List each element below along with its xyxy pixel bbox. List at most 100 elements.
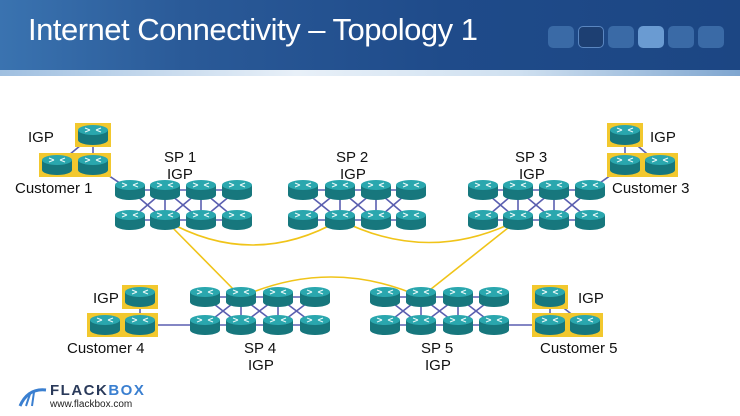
router-icon	[406, 287, 436, 307]
router-arrows	[306, 289, 324, 295]
router-base	[361, 220, 391, 230]
router-base	[610, 135, 640, 145]
router-top	[479, 315, 509, 325]
customer5-label: Customer 5	[540, 340, 618, 357]
router-top	[263, 315, 293, 325]
router-icon	[532, 285, 568, 309]
router-base	[190, 297, 220, 307]
router-icon	[539, 180, 569, 200]
bridge-logo-icon	[18, 388, 47, 407]
router-icon	[567, 313, 603, 337]
router-top	[468, 210, 498, 220]
router-top	[186, 210, 216, 220]
router-top	[406, 287, 436, 297]
router-base	[186, 190, 216, 200]
router-arrows	[581, 182, 599, 188]
router-arrows	[192, 212, 210, 218]
router-arrows	[576, 317, 594, 323]
router-icon	[443, 315, 473, 335]
router-base	[222, 190, 252, 200]
router-base	[468, 190, 498, 200]
router-top	[125, 287, 155, 297]
router-base	[575, 220, 605, 230]
router-top	[479, 287, 509, 297]
router-arrows	[131, 317, 149, 323]
router-base	[78, 165, 108, 175]
router-base	[503, 190, 533, 200]
router-icon	[226, 315, 256, 335]
router-arrows	[232, 289, 250, 295]
deco-square	[698, 26, 724, 48]
deco-square	[578, 26, 604, 48]
router-icon	[75, 153, 111, 177]
router-icon	[75, 123, 111, 147]
router-arrows	[509, 212, 527, 218]
router-base	[288, 190, 318, 200]
router-top	[78, 125, 108, 135]
sp1-sp4-link	[164, 219, 242, 298]
router-icon	[226, 287, 256, 307]
router-icon	[325, 180, 355, 200]
router-icon	[190, 315, 220, 335]
router-icon	[87, 313, 123, 337]
customer5-igp-label: IGP	[578, 290, 604, 307]
router-arrows	[269, 317, 287, 323]
sp4-label: SP 4	[244, 340, 276, 357]
logo-name-part1: FLACK	[50, 382, 109, 399]
router-arrows	[294, 212, 312, 218]
slide-title: Internet Connectivity – Topology 1	[28, 12, 478, 47]
router-base	[570, 325, 600, 335]
router-icon	[263, 287, 293, 307]
router-icon	[468, 180, 498, 200]
router-top	[468, 180, 498, 190]
router-top	[90, 315, 120, 325]
router-arrows	[96, 317, 114, 323]
router-base	[443, 325, 473, 335]
router-icon	[263, 315, 293, 335]
router-arrows	[651, 157, 669, 163]
router-icon	[468, 210, 498, 230]
customer3-igp-label: IGP	[650, 129, 676, 146]
router-top	[226, 315, 256, 325]
router-top	[396, 210, 426, 220]
router-base	[396, 190, 426, 200]
router-base	[226, 297, 256, 307]
customer4-label: Customer 4	[67, 340, 145, 357]
router-icon	[479, 315, 509, 335]
router-arrows	[485, 289, 503, 295]
deco-square	[548, 26, 574, 48]
sp3-label: SP 3	[515, 149, 547, 166]
router-base	[125, 297, 155, 307]
router-icon	[300, 287, 330, 307]
router-icon	[222, 210, 252, 230]
router-top	[539, 210, 569, 220]
router-base	[288, 220, 318, 230]
router-base	[42, 165, 72, 175]
router-arrows	[376, 317, 394, 323]
header-decoration	[548, 26, 724, 48]
router-top	[226, 287, 256, 297]
deco-square	[608, 26, 634, 48]
router-icon	[396, 210, 426, 230]
router-base	[535, 325, 565, 335]
router-top	[78, 155, 108, 165]
router-base	[325, 190, 355, 200]
router-icon	[190, 287, 220, 307]
logo-url: www.flackbox.com	[50, 399, 133, 410]
router-top	[370, 287, 400, 297]
router-arrows	[509, 182, 527, 188]
router-top	[300, 315, 330, 325]
router-top	[222, 180, 252, 190]
router-base	[325, 220, 355, 230]
router-arrows	[449, 289, 467, 295]
router-base	[539, 220, 569, 230]
router-arrows	[541, 289, 559, 295]
router-base	[150, 220, 180, 230]
router-arrows	[131, 289, 149, 295]
router-arrows	[616, 127, 634, 133]
sp4-sp5-link	[240, 276, 422, 298]
router-arrows	[331, 212, 349, 218]
router-base	[396, 220, 426, 230]
router-base	[539, 190, 569, 200]
